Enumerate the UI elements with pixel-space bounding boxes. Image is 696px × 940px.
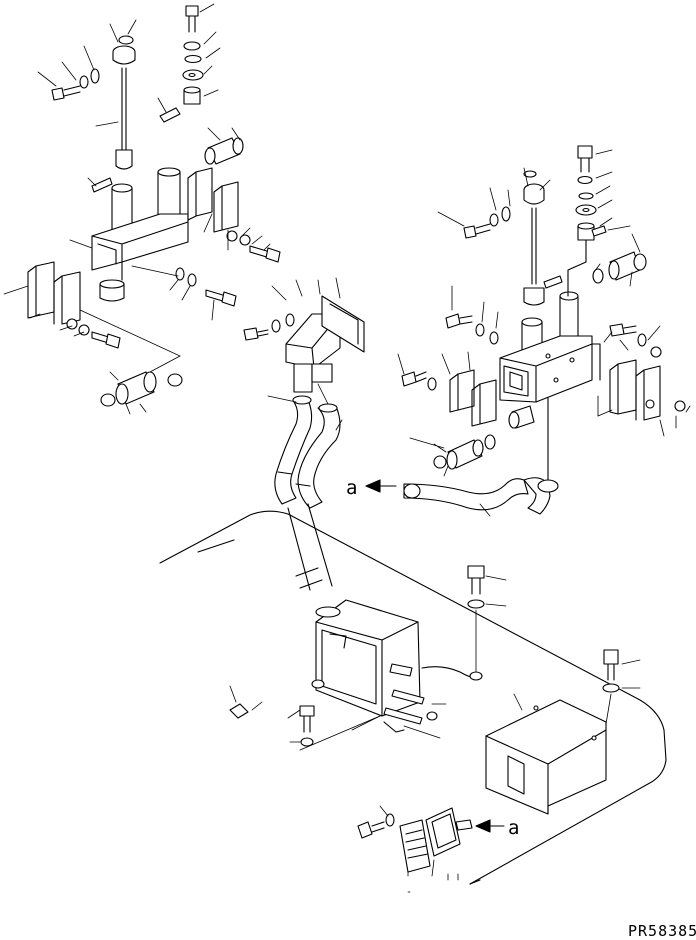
heater-unit-box [229,599,483,751]
right-heater-assembly: a [346,145,691,517]
callout-a-lower: a [508,817,519,839]
cab-floor-outline [159,510,667,885]
drawing-code: PR58385 [628,922,696,940]
centre-duct-and-hoses [243,277,365,591]
cover-box [485,649,641,815]
callout-a-upper: a [346,477,357,499]
left-heater-assembly [3,3,281,415]
vent-grille: a [357,805,519,893]
heater-mount-bolt [467,565,507,673]
